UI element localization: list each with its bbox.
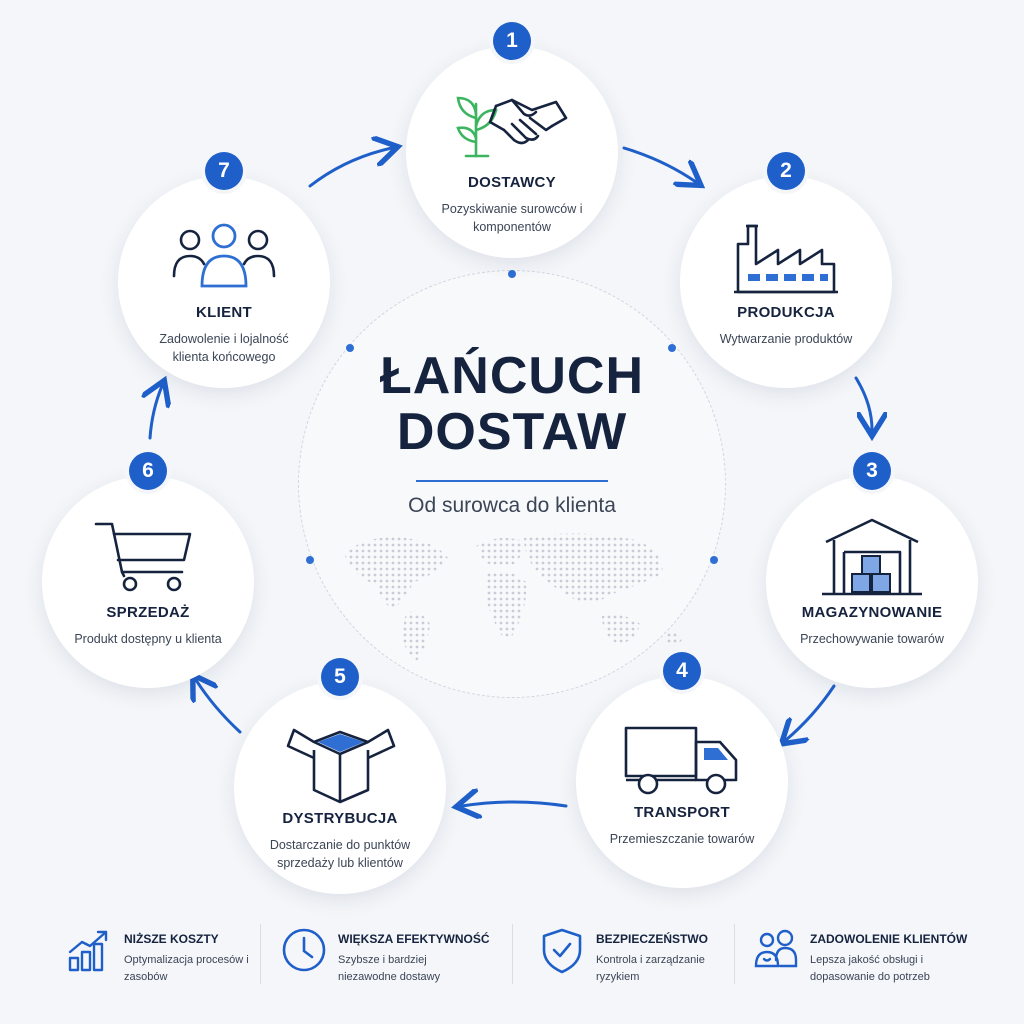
- ring-dot: [710, 556, 718, 564]
- step-distribution: 5 DYSTRYBUCJA Dostarczanie do punktów sp…: [234, 658, 446, 894]
- step-description: Wytwarzanie produktów: [719, 332, 853, 346]
- warehouse-icon: [822, 518, 922, 596]
- benefit-title: WIĘKSZA EFEKTYWNOŚĆ: [338, 932, 490, 946]
- divider: [512, 924, 513, 984]
- divider: [734, 924, 735, 984]
- benefit-customer-satisfaction: ZADOWOLENIE KLIENTÓW Lepsza jakość obsłu…: [752, 922, 972, 990]
- shopping-cart-icon: [94, 522, 192, 592]
- step-number-badge: 2: [767, 152, 805, 190]
- page-title: ŁAŃCUCH DOSTAW: [312, 348, 712, 460]
- step-customer: 7 KLIENT Zadowolenie i lojalność klienta…: [118, 152, 330, 388]
- ring-dot: [346, 344, 354, 352]
- ring-dot: [306, 556, 314, 564]
- step-title: MAGAZYNOWANIE: [801, 604, 943, 621]
- step-suppliers: 1 DOSTAWCY Pozyskiwanie surowców i kompo…: [406, 22, 618, 258]
- benefits-row: NIŻSZE KOSZTY Optymalizacja procesów i z…: [56, 922, 976, 990]
- world-map-icon: [344, 533, 682, 662]
- benefit-description: Optymalizacja procesów i zasobów: [124, 954, 249, 983]
- benefit-title: BEZPIECZEŃSTWO: [596, 932, 709, 946]
- step-title: PRODUKCJA: [737, 304, 835, 321]
- step-description: Produkt dostępny u klienta: [74, 632, 222, 646]
- benefit-title: ZADOWOLENIE KLIENTÓW: [810, 932, 968, 946]
- step-description: Pozyskiwanie surowców i komponentów: [441, 202, 583, 234]
- ring-dot: [508, 270, 516, 278]
- divider: [260, 924, 261, 984]
- step-warehousing: 3 MAGAZYNOWANIE Przechowywanie towarów: [766, 452, 978, 688]
- step-title: DOSTAWCY: [468, 174, 556, 191]
- step-sales: 6 SPRZEDAŻ Produkt dostępny u klienta: [42, 452, 254, 688]
- happy-customers-icon: [754, 929, 798, 968]
- step-number-badge: 7: [205, 152, 243, 190]
- step-production: 2 PRODUKCJA Wytwarzanie produktów: [680, 152, 892, 388]
- customers-icon: [172, 223, 276, 288]
- benefit-security: BEZPIECZEŃSTWO Kontrola i zarządzanie ry…: [538, 922, 738, 990]
- step-title: DYSTRYBUCJA: [282, 810, 398, 827]
- step-description: Przechowywanie towarów: [800, 632, 944, 646]
- step-number-badge: 3: [853, 452, 891, 490]
- benefit-description: Lepsza jakość obsługi i dopasowanie do p…: [810, 954, 930, 983]
- step-number-badge: 5: [321, 658, 359, 696]
- shield-check-icon: [542, 928, 582, 974]
- clock-icon: [282, 928, 326, 972]
- truck-icon: [624, 726, 738, 795]
- step-number-badge: 4: [663, 652, 701, 690]
- step-description: Dostarczanie do punktów sprzedaży lub kl…: [269, 838, 411, 870]
- open-box-icon: [286, 728, 396, 804]
- step-number-badge: 6: [129, 452, 167, 490]
- benefit-lower-costs: NIŻSZE KOSZTY Optymalizacja procesów i z…: [66, 922, 266, 990]
- title-underline: [416, 480, 608, 482]
- step-title: TRANSPORT: [633, 804, 731, 821]
- benefit-description: Szybsze i bardziej niezawodne dostawy: [338, 954, 441, 983]
- step-description: Zadowolenie i lojalność klienta końcoweg…: [159, 332, 289, 364]
- step-description: Przemieszczanie towarów: [609, 832, 755, 846]
- step-transport: 4 TRANSPORT Przemieszczanie towarów: [576, 652, 788, 888]
- title-line-1: ŁAŃCUCH: [379, 347, 645, 405]
- benefit-efficiency: WIĘKSZA EFEKTYWNOŚĆ Szybsze i bardziej n…: [280, 922, 500, 990]
- factory-icon: [734, 224, 838, 294]
- step-title: KLIENT: [196, 304, 252, 321]
- handshake-leaf-icon: [456, 96, 568, 158]
- growth-chart-icon: [68, 930, 108, 972]
- step-number-badge: 1: [493, 22, 531, 60]
- step-title: SPRZEDAŻ: [106, 604, 190, 621]
- ring-dot: [668, 344, 676, 352]
- page-subtitle: Od surowca do klienta: [408, 494, 616, 517]
- title-line-2: DOSTAW: [396, 403, 628, 461]
- benefit-description: Kontrola i zarządzanie ryzykiem: [596, 954, 705, 983]
- benefit-title: NIŻSZE KOSZTY: [124, 932, 219, 946]
